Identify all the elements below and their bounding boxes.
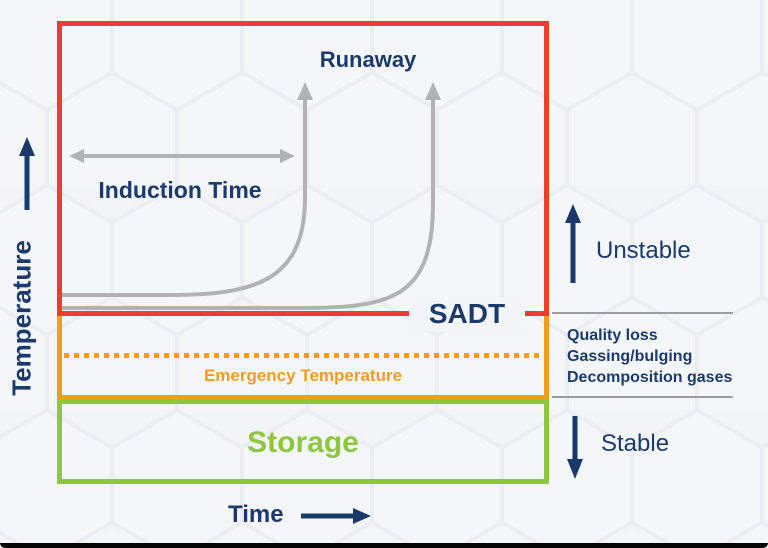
runaway-curve-1 bbox=[62, 98, 307, 297]
consequence-quality-loss: Quality loss bbox=[567, 327, 658, 344]
consequence-gassing-bulging: Gassing/bulging bbox=[567, 348, 693, 365]
induction-arrow-left-head-icon bbox=[69, 149, 84, 163]
separator-line-bottom bbox=[552, 396, 733, 398]
storage-zone-box bbox=[57, 399, 549, 484]
runaway-curve-2 bbox=[62, 98, 435, 310]
unstable-label: Unstable bbox=[596, 237, 691, 264]
runaway-label: Runaway bbox=[319, 47, 417, 72]
induction-time-label: Induction Time bbox=[98, 177, 262, 203]
temperature-arrowhead-icon bbox=[19, 137, 35, 156]
stable-arrowhead-icon bbox=[567, 459, 583, 479]
stable-label: Stable bbox=[601, 430, 670, 457]
consequence-decomposition-gases: Decomposition gases bbox=[567, 369, 733, 386]
runaway-curve-2-arrowhead-icon bbox=[425, 82, 441, 100]
induction-arrow-right-head-icon bbox=[280, 149, 295, 163]
sadt-label: SADT bbox=[409, 297, 525, 331]
unstable-arrowhead-icon bbox=[565, 204, 581, 223]
bottom-edge-bar bbox=[0, 543, 768, 548]
separator-line-top bbox=[552, 312, 733, 314]
time-axis-label: Time bbox=[228, 501, 284, 528]
temperature-axis-label: Temperature bbox=[6, 240, 37, 396]
consequences-list: Quality loss Gassing/bulging Decompositi… bbox=[567, 325, 732, 388]
emergency-temperature-label: Emergency Temperature bbox=[203, 366, 403, 385]
storage-label: Storage bbox=[247, 426, 359, 459]
runaway-zone-box bbox=[57, 21, 549, 316]
runaway-curve-1-arrowhead-icon bbox=[297, 82, 313, 100]
emergency-temperature-dotted-line bbox=[64, 353, 541, 358]
emergency-zone-box bbox=[57, 316, 549, 400]
time-arrowhead-icon bbox=[353, 508, 371, 524]
